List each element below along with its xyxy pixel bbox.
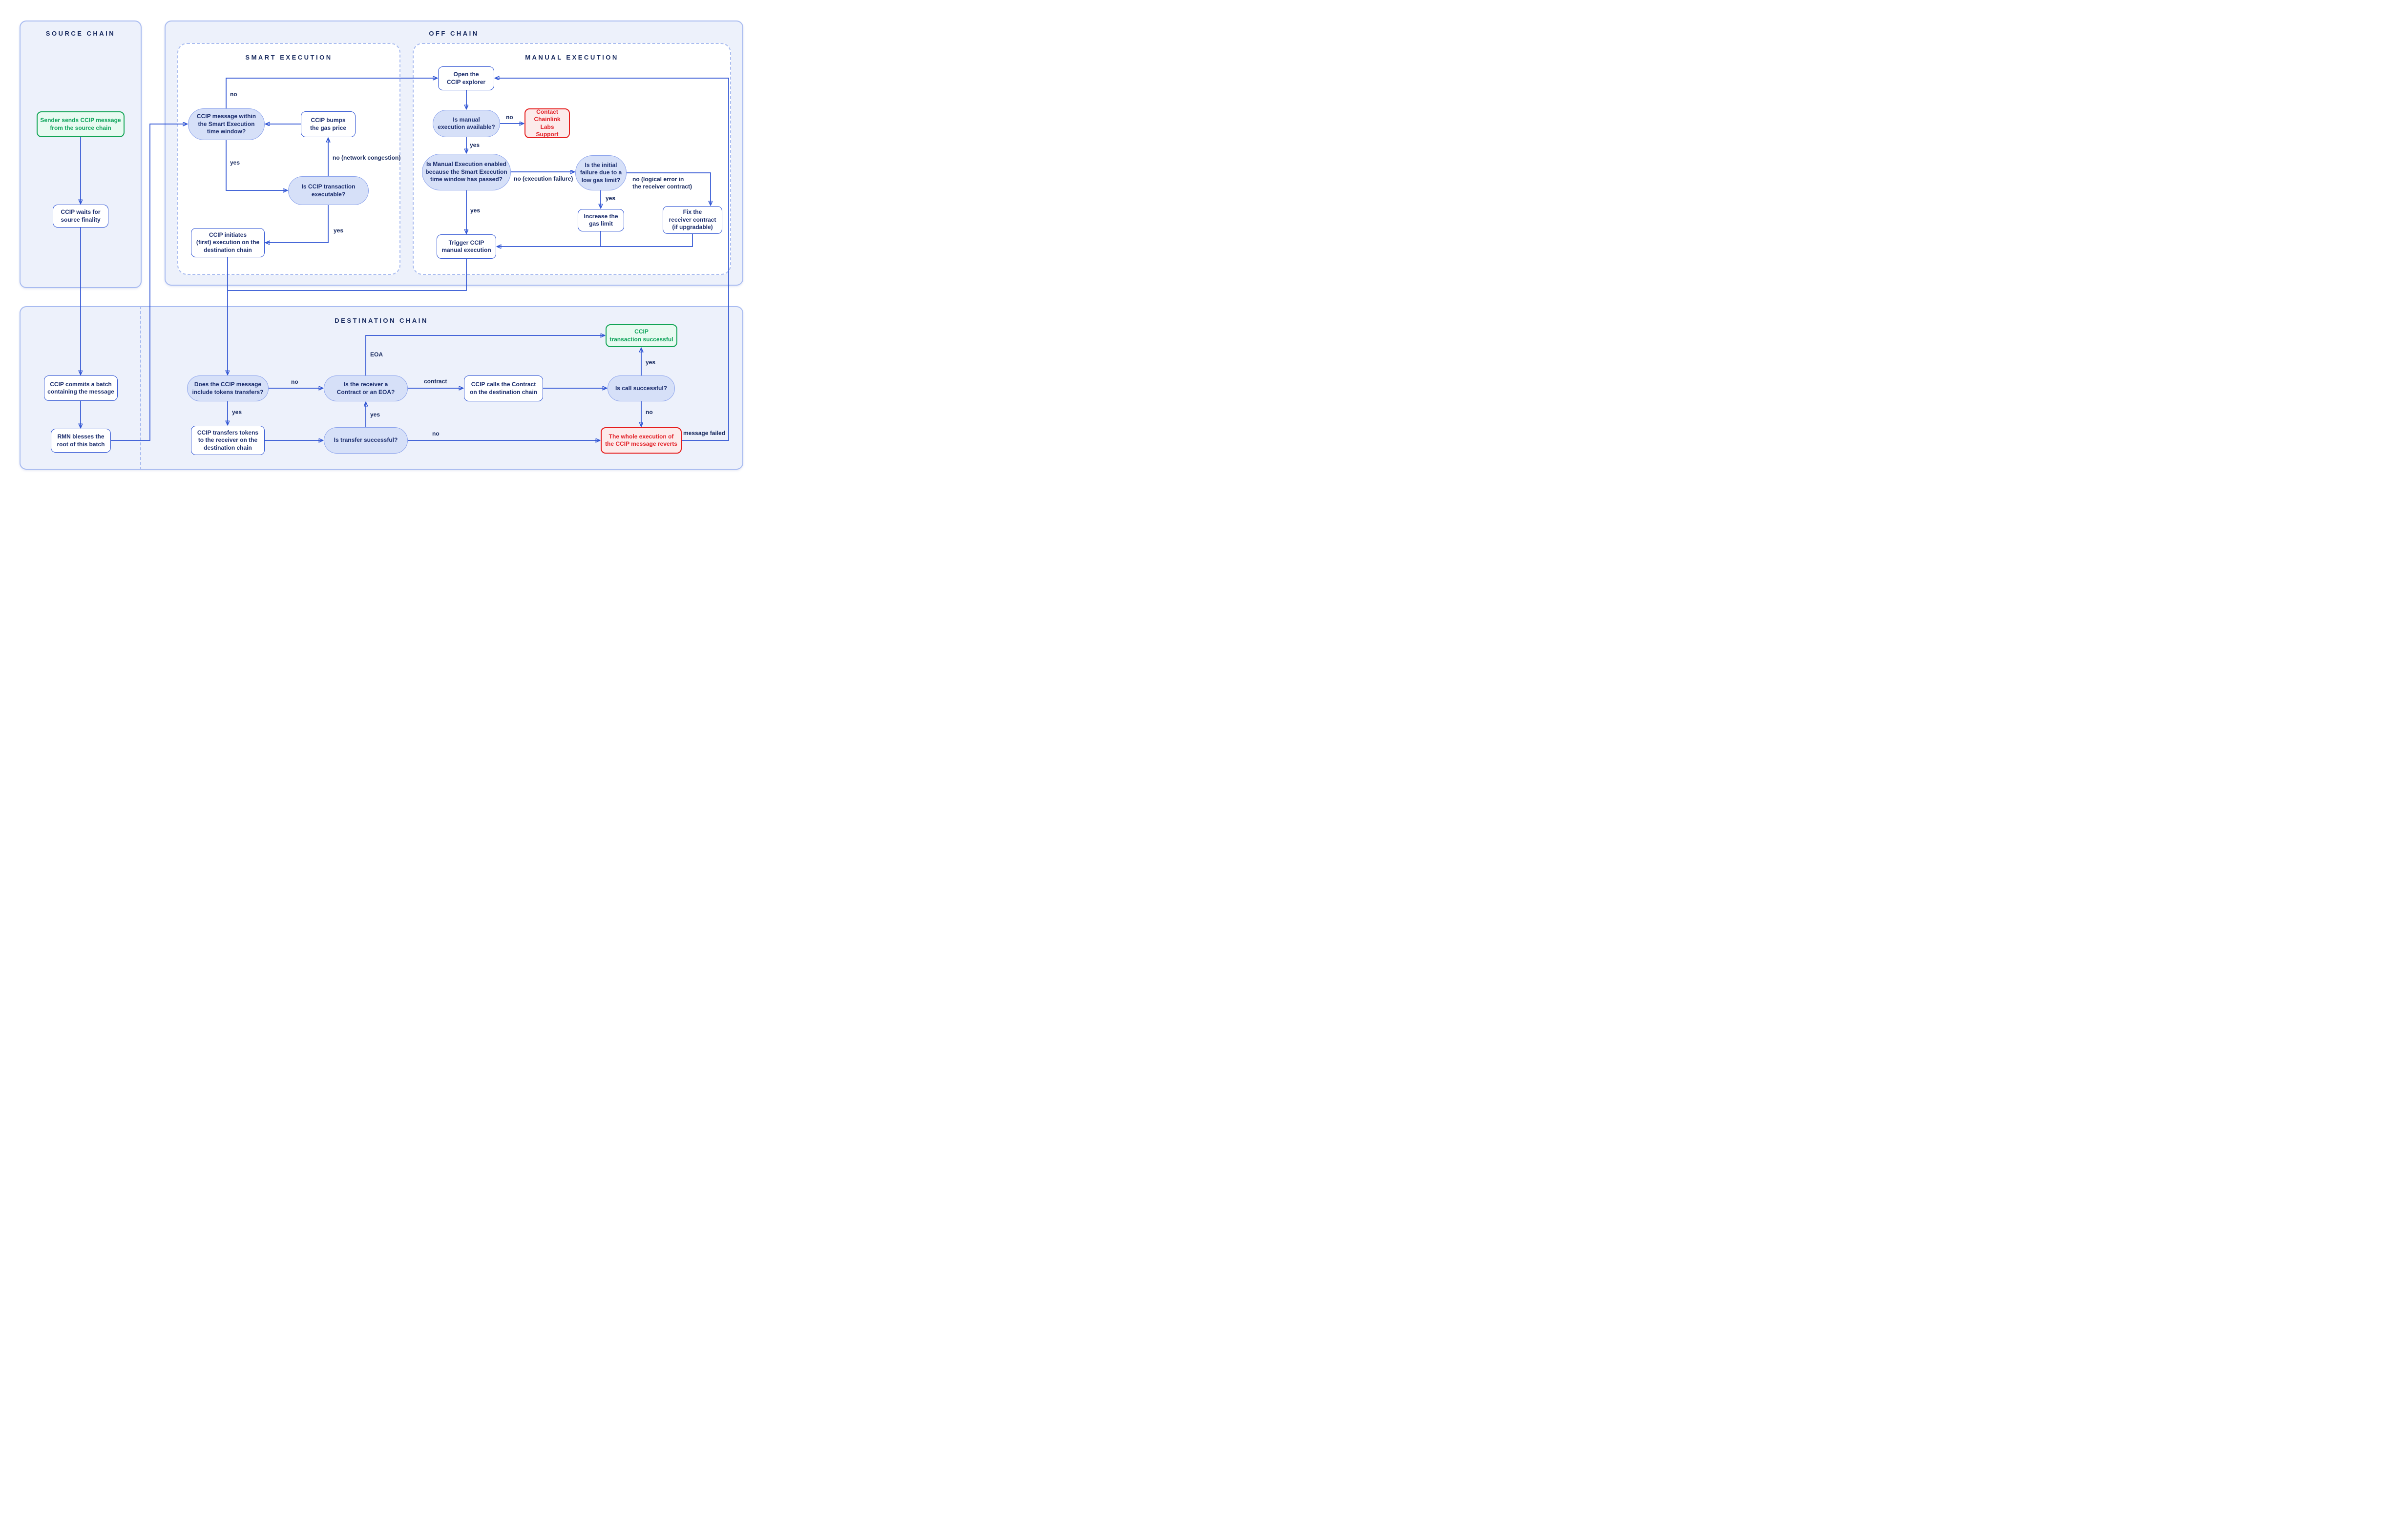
edge-label-eoa: EOA — [370, 351, 383, 358]
edge-within-yes-to-executable — [226, 140, 287, 190]
destination-chain-dashed-divider — [140, 306, 141, 470]
edge-label-available-yes: yes — [470, 142, 480, 148]
flow-edges — [0, 0, 729, 483]
edge-trigger-to-destination-merge — [228, 259, 467, 291]
edge-label-within-yes: yes — [230, 159, 240, 166]
edge-rmn-to-within-window — [111, 124, 187, 441]
edge-label-executable-yes: yes — [334, 227, 344, 234]
edge-reverts-message-failed-to-explorer — [495, 78, 729, 441]
edge-label-call-no: no — [646, 409, 653, 416]
edge-label-transfer-no: no — [432, 430, 440, 437]
section-title-smart-execution: SMART EXECUTION — [245, 54, 333, 61]
edge-label-network-congestion: no (network congestion) — [333, 154, 401, 161]
section-title-source-chain: SOURCE CHAIN — [45, 30, 116, 37]
edge-receiver-eoa-to-success — [365, 335, 605, 375]
edge-label-execution-failure: no (execution failure) — [514, 175, 573, 182]
ccip-flowchart: SOURCE CHAIN OFF CHAIN SMART EXECUTION M… — [0, 0, 750, 483]
edge-label-enabled-yes: yes — [470, 207, 481, 214]
node-is-transfer-successful: Is transfer successful? — [324, 427, 408, 454]
edge-fix-to-trigger — [497, 234, 693, 247]
edge-label-within-no: no — [230, 91, 237, 98]
edge-label-message-failed: message failed — [683, 430, 726, 437]
edge-label-call-yes: yes — [646, 359, 656, 366]
edge-label-tokens-yes: yes — [232, 409, 242, 416]
edge-label-lowgas-yes: yes — [606, 195, 616, 202]
node-is-call-successful: Is call successful? — [608, 375, 675, 401]
edge-within-no-to-explorer — [226, 78, 437, 108]
edge-label-contract: contract — [424, 378, 447, 385]
section-title-off-chain: OFF CHAIN — [429, 30, 479, 37]
edge-label-tokens-no: no — [291, 378, 298, 385]
edge-label-logical-error: no (logical error in the receiver contra… — [632, 176, 692, 190]
edge-label-available-no: no — [506, 114, 513, 121]
edge-executable-yes-to-initiates — [266, 205, 329, 243]
section-title-manual-execution: MANUAL EXECUTION — [525, 54, 619, 61]
edge-label-transfer-yes: yes — [370, 411, 380, 418]
section-title-destination-chain: DESTINATION CHAIN — [335, 317, 428, 324]
edge-lowgas-no-to-fix — [627, 172, 711, 205]
